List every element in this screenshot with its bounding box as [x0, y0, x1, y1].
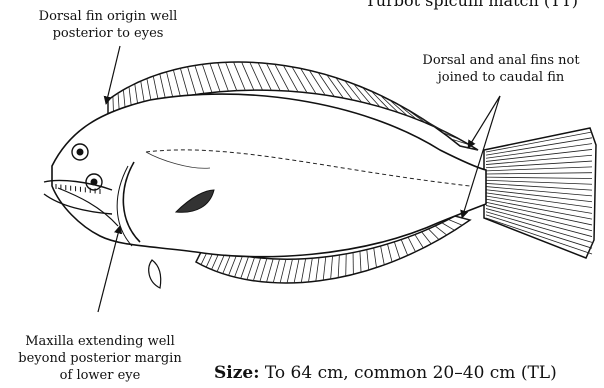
- lower-eye: [86, 174, 102, 190]
- upper-eye: [72, 144, 88, 160]
- fin-ray: [434, 126, 452, 135]
- pelvic-fin: [149, 260, 161, 288]
- arrow-dorsal-end: [468, 96, 500, 148]
